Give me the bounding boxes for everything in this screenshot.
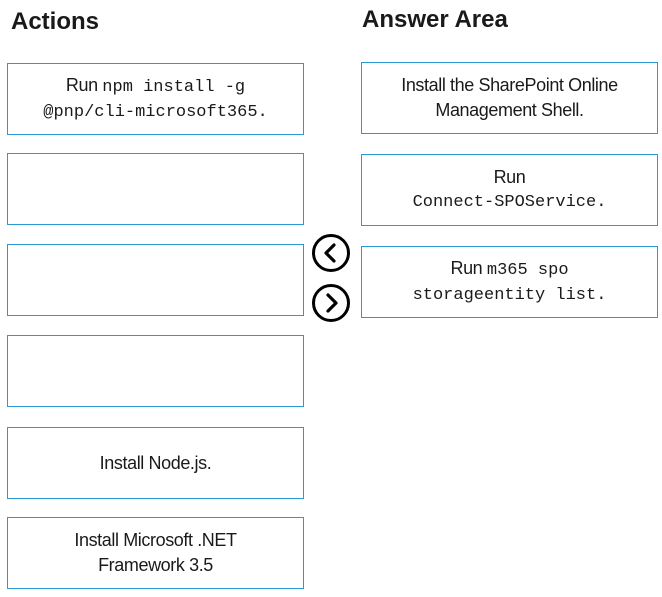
chevron-left-icon (324, 243, 336, 263)
action-tile-install-nodejs[interactable]: Install Node.js. (7, 427, 304, 499)
action-text-line: Run npm install -g (65, 75, 246, 97)
action-tile-empty[interactable] (7, 335, 304, 407)
answer-text-line: Management Shell. (435, 100, 584, 120)
answer-tile-connect-spo[interactable]: Run Connect-SPOService. (361, 154, 658, 226)
answer-text-line: Run (493, 167, 526, 187)
action-tile-empty[interactable] (7, 244, 304, 316)
action-code: npm install -g (102, 78, 246, 97)
answer-area-heading: Answer Area (362, 6, 508, 33)
answer-text-line: Run m365 spo (450, 258, 569, 280)
answer-code: storageentity list. (412, 286, 607, 305)
action-text-line: Install Microsoft .NET (74, 530, 237, 550)
action-tile-npm-install[interactable]: Run npm install -g @pnp/cli-microsoft365… (7, 63, 304, 135)
actions-heading: Actions (11, 8, 100, 35)
action-code: @pnp/cli-microsoft365. (43, 103, 268, 122)
action-tile-empty[interactable] (7, 153, 304, 225)
move-right-button[interactable] (312, 284, 350, 322)
answer-code: Connect-SPOService. (412, 193, 607, 212)
answer-text-line: Install the SharePoint Online (401, 75, 618, 95)
action-text-line: Install Node.js. (99, 452, 212, 473)
chevron-right-icon (326, 293, 338, 313)
answer-tile-install-spo-shell[interactable]: Install the SharePoint Online Management… (361, 62, 658, 134)
action-text-line: Framework 3.5 (98, 555, 213, 575)
answer-code: m365 spo (486, 261, 569, 280)
answer-tile-m365-spo[interactable]: Run m365 spo storageentity list. (361, 246, 658, 318)
action-tile-install-dotnet[interactable]: Install Microsoft .NET Framework 3.5 (7, 517, 304, 589)
move-left-button[interactable] (312, 234, 350, 272)
